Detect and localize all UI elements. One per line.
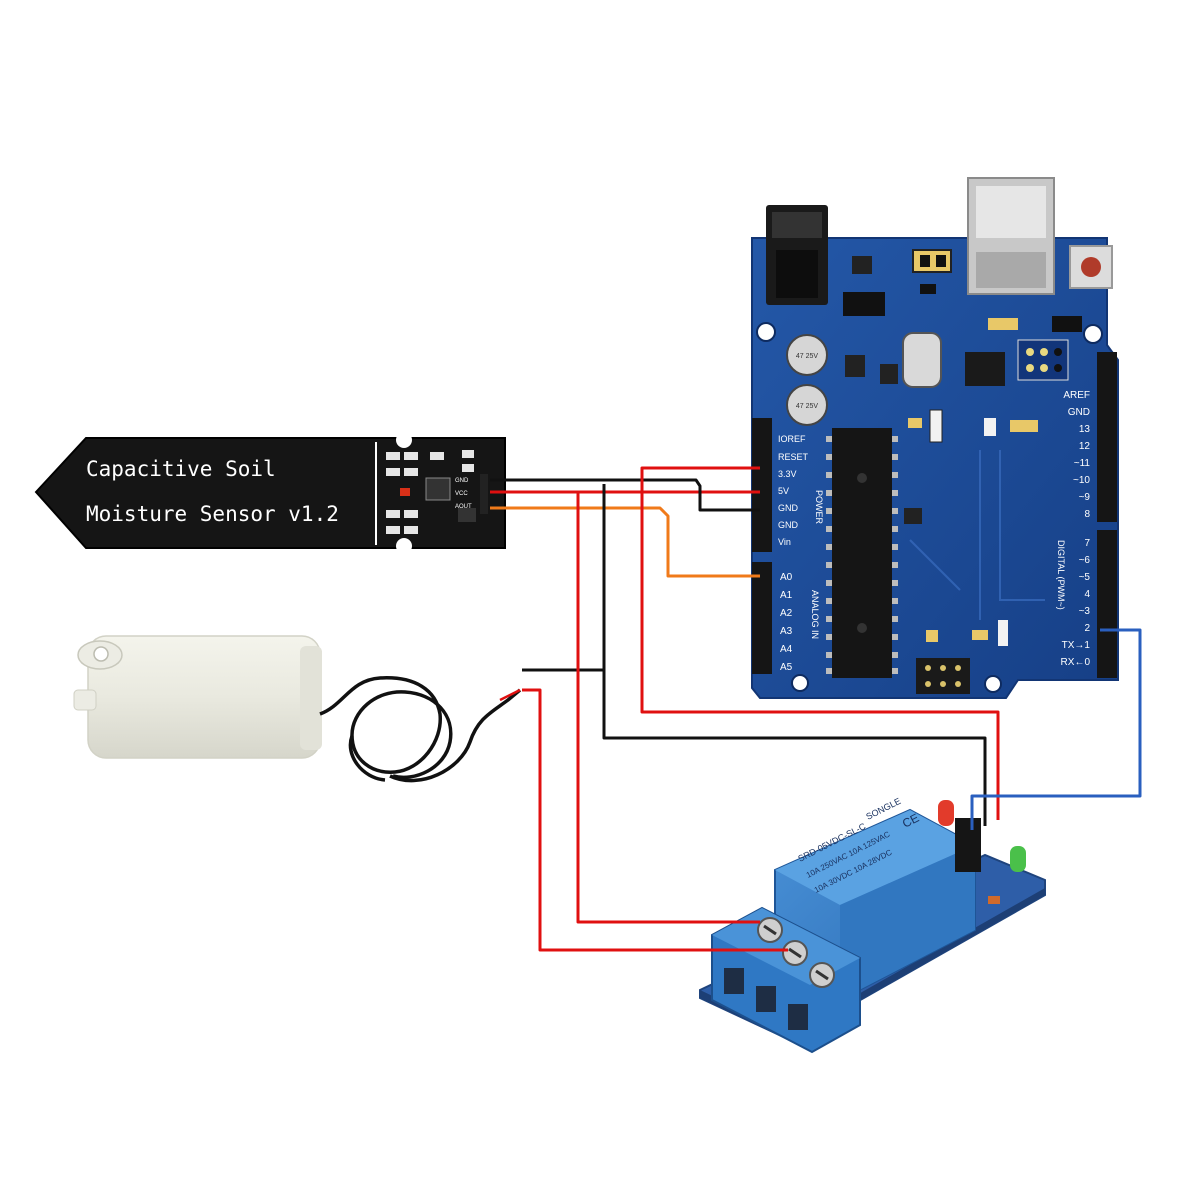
regulator — [852, 256, 872, 274]
pin-label-1: TX→1 — [1062, 640, 1091, 651]
arduino-uno-board: 47 25V 47 25V — [751, 177, 1119, 699]
pin-label-10: ~10 — [1073, 475, 1090, 486]
mount-hole — [756, 322, 776, 342]
pin-label-gnd: GND — [778, 503, 799, 513]
usb-chip — [965, 352, 1005, 386]
digital-pin-labels-bottom: 7 ~6 ~5 4 ~3 2 TX→1 RX←0 — [1061, 538, 1091, 668]
icsp-header — [916, 658, 970, 694]
power-section-label: POWER — [814, 490, 824, 525]
analog-pin-labels: A0 A1 A2 A3 A4 A5 — [780, 572, 793, 673]
sensor-title-line2: Moisture Sensor v1.2 — [86, 502, 339, 526]
sensor-pin-aout: AOUT — [455, 504, 472, 510]
regulator — [843, 292, 885, 316]
digital-pin-labels-top: AREF GND 13 12 ~11 ~10 ~9 8 — [1063, 390, 1090, 520]
usb-connector — [967, 177, 1055, 295]
mount-hole — [1083, 324, 1103, 344]
relay-ce-mark: CE — [900, 811, 921, 831]
svg-text:47 25V: 47 25V — [796, 353, 819, 360]
pin-label-a2: A2 — [780, 608, 793, 619]
mini-water-pump — [73, 635, 522, 783]
pin-label-8: 8 — [1084, 509, 1090, 520]
atmega-chip — [826, 428, 898, 678]
pin-label-11: ~11 — [1074, 458, 1091, 469]
capacitive-soil-moisture-sensor: Capacitive Soil Moisture Sensor v1.2 GND… — [34, 432, 506, 554]
analog-header — [752, 562, 772, 674]
wire-gnd-to-relay-gnd — [602, 484, 987, 826]
wires — [490, 466, 1142, 952]
wire-sensor-aout-to-a0 — [490, 506, 760, 578]
pin-label-a3: A3 — [780, 626, 793, 637]
pin-label-5v: 5V — [778, 486, 789, 496]
digital-section-label: DIGITAL (PWM~) — [1056, 540, 1066, 610]
crystal — [902, 332, 942, 388]
pin-label-9: ~9 — [1079, 492, 1091, 503]
mount-hole — [984, 675, 1002, 693]
dc-jack — [766, 205, 828, 305]
pin-label-7: 7 — [1084, 538, 1090, 549]
pin-label-2: 2 — [1084, 623, 1090, 634]
pin-label-aref: AREF — [1063, 390, 1090, 401]
mount-hole — [791, 674, 809, 692]
pin-label-0: RX←0 — [1061, 657, 1091, 668]
capacitor: 47 25V — [786, 384, 828, 426]
pin-label-gnd: GND — [1068, 407, 1090, 418]
wire-5v-to-relay-com — [576, 492, 760, 924]
pin-label-a5: A5 — [780, 662, 793, 673]
svg-text:47 25V: 47 25V — [796, 403, 819, 410]
pin-label-vin: Vin — [778, 537, 791, 547]
analog-section-label: ANALOG IN — [810, 590, 820, 639]
pin-label-reset: RESET — [778, 452, 809, 462]
capacitor: 47 25V — [786, 334, 828, 376]
wire-5v-to-relay-vcc — [640, 466, 1000, 820]
pin-label-4: 4 — [1084, 589, 1090, 600]
pin-label-12: 12 — [1079, 441, 1091, 452]
pin-label-a0: A0 — [780, 572, 793, 583]
pin-label-5: ~5 — [1079, 572, 1091, 583]
pin-label-3: ~3 — [1079, 606, 1091, 617]
pin-label-ioref: IOREF — [778, 434, 806, 444]
relay-module: SRD-05VDC-SL-C 10A 250VAC 10A 125VAC 10A… — [699, 796, 1046, 1054]
pin-label-a1: A1 — [780, 590, 793, 601]
pin-label-3v3: 3.3V — [778, 469, 797, 479]
relay-leds — [938, 800, 1026, 872]
sensor-pin-vcc: VCC — [455, 491, 468, 497]
screw-terminal — [711, 906, 861, 1054]
power-header — [752, 418, 772, 552]
wire-pump-to-relay-no — [522, 688, 788, 952]
sensor-pin-gnd: GND — [455, 478, 469, 484]
power-pin-labels: IOREF RESET 3.3V 5V GND GND Vin — [778, 434, 809, 547]
wire-sensor-gnd-to-gnd — [490, 478, 760, 512]
pin-label-a4: A4 — [780, 644, 793, 655]
reset-button — [1069, 245, 1113, 289]
pin-label-6: ~6 — [1079, 555, 1091, 566]
pin-label-gnd: GND — [778, 520, 799, 530]
sensor-title-line1: Capacitive Soil — [86, 457, 276, 481]
digital-header-top — [1097, 352, 1117, 522]
pin-label-13: 13 — [1079, 424, 1091, 435]
wire-d2-to-relay-in — [970, 628, 1142, 830]
relay-header — [955, 818, 981, 872]
pump-cable — [319, 676, 522, 783]
digital-header-bottom — [1097, 530, 1117, 678]
